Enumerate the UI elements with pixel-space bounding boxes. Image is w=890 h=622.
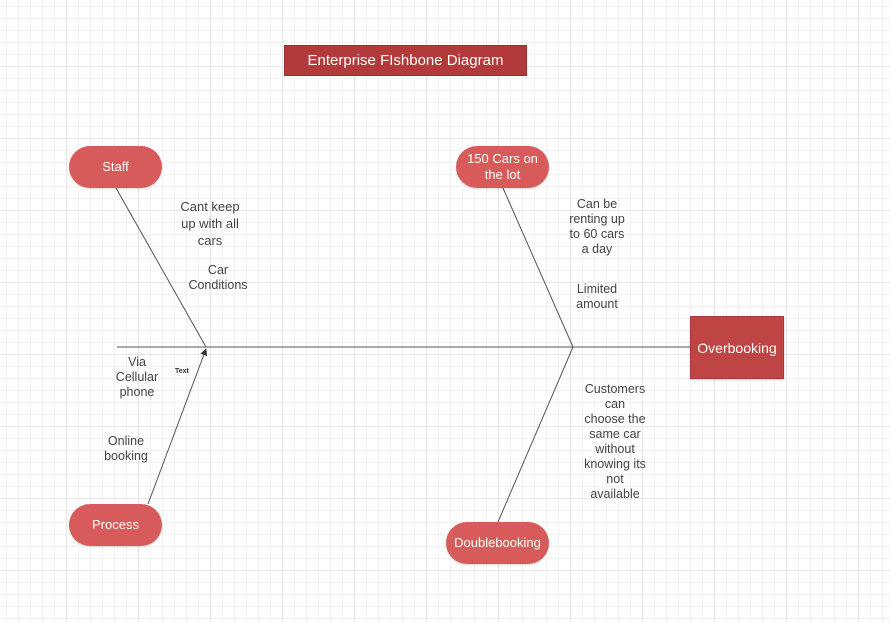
category-staff[interactable]: Staff xyxy=(69,146,162,188)
cause-car-conditions: Car Conditions xyxy=(188,263,248,292)
doublebooking-bone xyxy=(497,346,574,523)
effect-overbooking[interactable]: Overbooking xyxy=(690,316,784,379)
category-doublebooking[interactable]: Doublebooking xyxy=(446,522,549,564)
stray-text-label: Text xyxy=(175,368,189,375)
staff-bone xyxy=(115,187,207,348)
category-cars[interactable]: 150 Cars on the lot xyxy=(456,146,549,188)
cause-customers-choose: Customers can choose the same car withou… xyxy=(584,382,646,501)
category-process[interactable]: Process xyxy=(69,504,162,546)
cars-bone xyxy=(502,187,574,348)
process-bone xyxy=(147,348,208,505)
cause-cant-keep-up: Cant keep up with all cars xyxy=(180,199,240,248)
cause-limited-amount: Limited amount xyxy=(576,282,618,311)
diagram-title: Enterprise FIshbone Diagram xyxy=(284,45,527,76)
cause-renting-60: Can be renting up to 60 cars a day xyxy=(569,197,625,256)
cause-online-booking: Online booking xyxy=(104,434,148,463)
cause-via-cellular: Via Cellular phone xyxy=(115,355,159,399)
